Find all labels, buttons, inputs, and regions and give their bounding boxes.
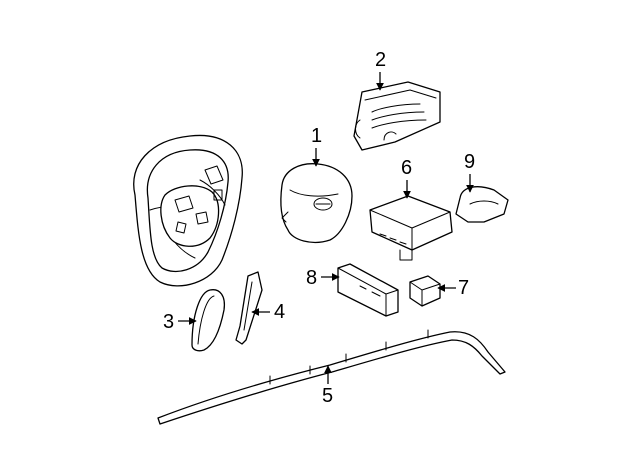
callout-label-6: 6 (401, 157, 412, 179)
side-bracket (235, 271, 263, 345)
steering-wheel (133, 134, 243, 287)
module-bracket (337, 263, 399, 317)
callout-label-7: 7 (458, 277, 469, 299)
callout-label-9: 9 (464, 151, 475, 173)
callout-9: 9 (464, 151, 475, 193)
callout-1: 1 (311, 125, 322, 167)
impact-sensor (455, 186, 509, 223)
callout-3: 3 (163, 311, 197, 333)
callout-5: 5 (322, 365, 333, 407)
callout-label-3: 3 (163, 311, 174, 333)
callout-label-1: 1 (311, 125, 322, 147)
knee-airbag (191, 289, 226, 352)
callout-6: 6 (401, 157, 412, 199)
curtain-airbag (157, 329, 506, 425)
callout-8: 8 (306, 267, 340, 289)
callout-label-4: 4 (274, 301, 285, 323)
callout-4: 4 (251, 301, 285, 323)
airbag-control-unit (369, 195, 453, 261)
mount-bracket (409, 275, 441, 307)
callout-2: 2 (375, 49, 386, 91)
driver-airbag-module (280, 163, 353, 244)
callout-7: 7 (437, 277, 469, 299)
passenger-airbag-module (353, 81, 441, 151)
callout-label-8: 8 (306, 267, 317, 289)
callout-label-2: 2 (375, 49, 386, 71)
callout-label-5: 5 (322, 385, 333, 407)
